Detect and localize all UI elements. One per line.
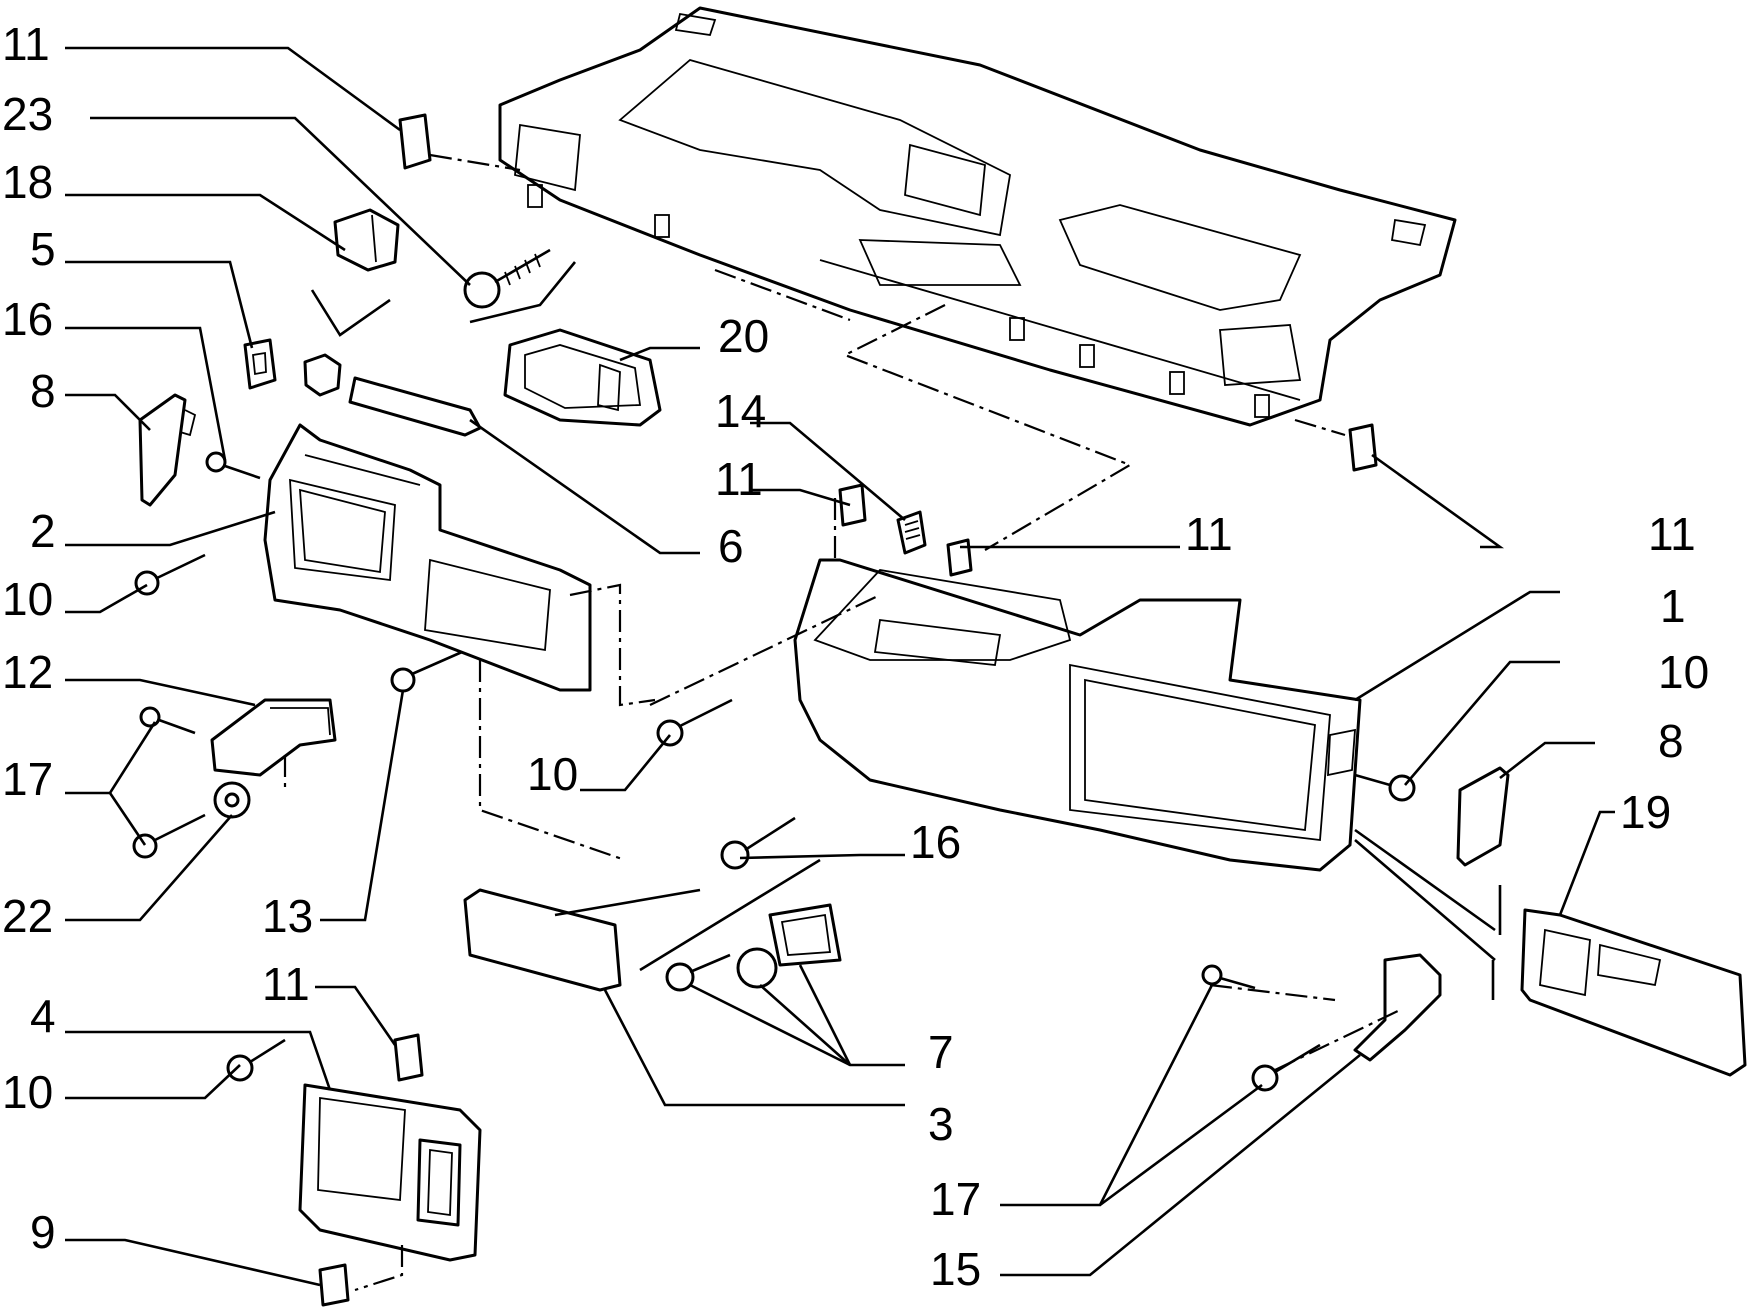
callout-7: 7 (928, 1026, 954, 1078)
part-4-switch-panel (298, 1083, 482, 1262)
callout-17: 17 (930, 1173, 981, 1225)
callout-11: 11 (1185, 508, 1233, 560)
callout-22: 22 (2, 890, 53, 942)
callout-10: 10 (527, 748, 578, 800)
part-2-left-trim-panel (263, 423, 592, 692)
callout-9: 9 (30, 1206, 56, 1258)
part-small-clip (303, 353, 342, 397)
callout-18: 18 (2, 156, 53, 208)
part-12-bracket (210, 698, 337, 777)
part-15-bracket (1201, 773, 1442, 1092)
part-8-left-plate (138, 393, 197, 507)
callout-12: 12 (2, 646, 53, 698)
part-3-cover (463, 888, 622, 992)
callout-8: 8 (1658, 715, 1684, 767)
callout-1: 1 (1660, 580, 1686, 632)
part-18-cap (333, 208, 400, 272)
part-11-clips (393, 113, 1378, 1082)
part-7-fasteners (665, 903, 842, 992)
part-16-screw-center (720, 816, 796, 870)
callout-4: 4 (30, 990, 56, 1042)
callout-2: 2 (30, 505, 56, 557)
part-14-vent (896, 510, 927, 555)
part-23-screw (463, 248, 551, 309)
part-screws-left (132, 451, 733, 1082)
part-6-trim-strip (348, 376, 482, 437)
assembly-lines (283, 153, 1502, 1292)
part-19-glovebox (1520, 908, 1747, 1077)
callout-16: 16 (910, 816, 961, 868)
callout-17: 17 (2, 753, 53, 805)
callout-6: 6 (718, 520, 744, 572)
part-5-clip (243, 338, 277, 390)
callout-20: 20 (718, 310, 769, 362)
callout-10: 10 (1658, 646, 1709, 698)
callout-5: 5 (30, 223, 56, 275)
part-22-washer (213, 781, 251, 819)
callout-10: 10 (2, 573, 53, 625)
callout-14: 14 (715, 385, 766, 437)
part-dashboard-upper (498, 6, 1457, 427)
part-1-lower-console (793, 558, 1362, 872)
leader-lines (65, 46, 1615, 1287)
callout-11: 11 (715, 453, 763, 505)
callout-labels: 11 23 18 5 16 8 2 10 12 17 22 13 11 4 10… (2, 18, 1709, 1295)
callout-11: 11 (262, 958, 310, 1010)
callout-3: 3 (928, 1098, 954, 1150)
callout-15: 15 (930, 1243, 981, 1295)
callout-19: 19 (1620, 786, 1671, 838)
part-9-switch (318, 1263, 350, 1307)
callout-8: 8 (30, 365, 56, 417)
part-20-vent-housing (503, 328, 662, 427)
callout-16: 16 (2, 293, 53, 345)
callout-13: 13 (262, 890, 313, 942)
part-8-right-plate (1456, 766, 1510, 867)
callout-10: 10 (2, 1066, 53, 1118)
callout-23: 23 (2, 88, 53, 140)
callout-11: 11 (1648, 508, 1696, 560)
callout-11: 11 (2, 18, 50, 70)
